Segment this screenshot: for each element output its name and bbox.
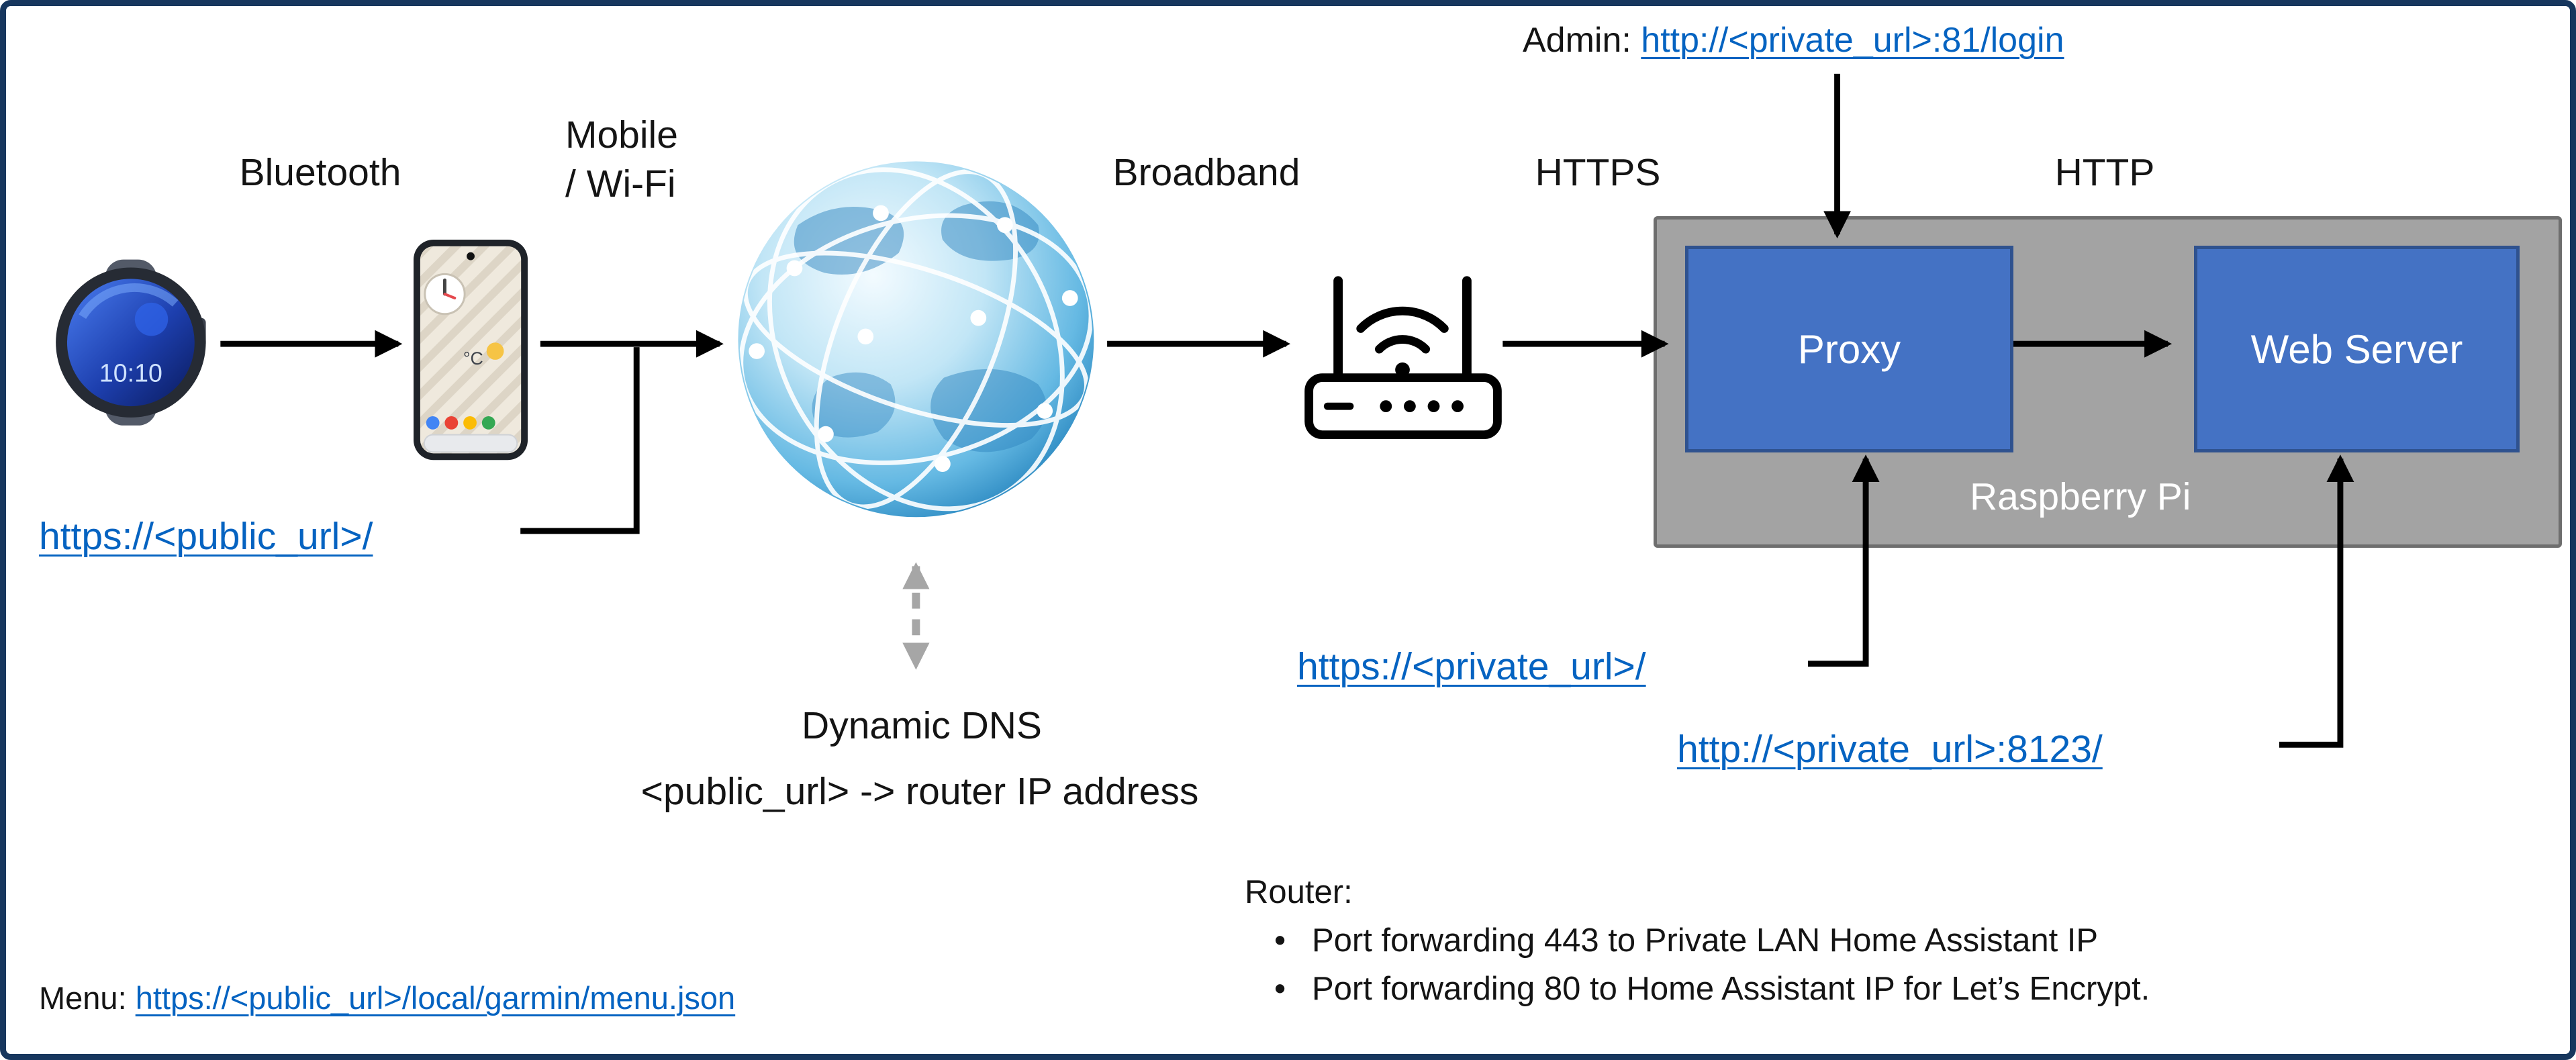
router-icon <box>1304 276 1502 440</box>
internet-globe-icon <box>738 161 1094 518</box>
menu-url-link[interactable]: https://<public_url>/local/garmin/menu.j… <box>135 980 736 1016</box>
label-https: HTTPS <box>1535 151 1661 194</box>
web-server-node: Web Server <box>2194 246 2520 452</box>
phone-weather-text: °C <box>463 348 483 369</box>
private-url-link[interactable]: https://<private_url>/ <box>1297 645 1646 688</box>
router-led <box>1380 400 1392 413</box>
watch-button <box>193 318 206 349</box>
globe-network-nodes <box>749 205 1078 472</box>
menu-prefix: Menu: <box>39 980 136 1016</box>
router-notes: Router: Port forwarding 443 to Private L… <box>1245 873 2150 1008</box>
admin-url-line: Admin: http://<private_url>:81/login <box>1523 18 2064 63</box>
globe-sphere <box>738 161 1094 518</box>
phone-app-dot-yellow <box>463 416 477 430</box>
admin-url-link[interactable]: http://<private_url>:81/login <box>1641 21 2064 60</box>
globe-surface <box>739 167 1093 512</box>
router-note-item: Port forwarding 80 to Home Assistant IP … <box>1245 970 2150 1008</box>
public-url-link[interactable]: https://<public_url>/ <box>39 515 373 558</box>
phone-app-dot-blue <box>426 416 440 430</box>
line-public-url-junction <box>520 347 640 534</box>
label-http: HTTP <box>2054 151 2155 194</box>
wifi-dot <box>1395 362 1410 377</box>
smartphone-icon: °C <box>414 239 528 461</box>
phone-camera-dot <box>467 252 475 260</box>
wifi-arc-large <box>1356 306 1449 333</box>
wifi-arc-small <box>1375 335 1431 354</box>
router-base <box>1304 373 1502 440</box>
web-server-label: Web Server <box>2250 326 2463 372</box>
label-broadband: Broadband <box>1112 151 1300 194</box>
private-url-8123-link[interactable]: http://<private_url>:8123/ <box>1677 728 2103 771</box>
phone-search-pill <box>423 434 518 453</box>
watch-time-text: 10:10 <box>99 359 162 387</box>
phone-clock-widget <box>424 273 466 316</box>
label-mobile-wifi: Mobile / Wi-Fi <box>565 111 678 209</box>
smartwatch-icon: 10:10 <box>56 259 206 426</box>
proxy-node: Proxy <box>1685 246 2013 452</box>
router-led <box>1404 400 1416 413</box>
dynamic-dns-title: Dynamic DNS <box>802 704 1042 747</box>
router-led <box>1451 400 1464 413</box>
watch-bezel <box>56 267 206 418</box>
phone-weather-sun-icon <box>486 342 504 360</box>
raspberry-pi-label: Raspberry Pi <box>1970 475 2191 518</box>
phone-app-dot-green <box>481 416 495 430</box>
watch-graphic-arc <box>79 283 179 320</box>
router-note-item: Port forwarding 443 to Private LAN Home … <box>1245 922 2150 959</box>
proxy-label: Proxy <box>1797 326 1901 372</box>
router-notes-list: Port forwarding 443 to Private LAN Home … <box>1245 922 2150 1008</box>
watch-graphic-dot <box>134 302 169 336</box>
router-notes-title: Router: <box>1245 874 1353 910</box>
phone-app-dot-red <box>444 416 459 430</box>
label-mobile-line: Mobile <box>565 113 678 156</box>
phone-screen <box>420 246 522 454</box>
phone-body <box>414 239 528 461</box>
watch-screen <box>66 279 195 407</box>
dns-mapping-text: <public_url> -> router IP address <box>640 770 1199 813</box>
label-bluetooth: Bluetooth <box>239 151 401 194</box>
label-wifi-line: / Wi-Fi <box>565 162 676 205</box>
router-led <box>1427 400 1440 413</box>
admin-prefix: Admin: <box>1523 21 1641 60</box>
phone-clock-hand-hour <box>443 293 457 299</box>
menu-url-line: Menu: https://<public_url>/local/garmin/… <box>39 978 735 1018</box>
watch-strap <box>105 259 157 426</box>
